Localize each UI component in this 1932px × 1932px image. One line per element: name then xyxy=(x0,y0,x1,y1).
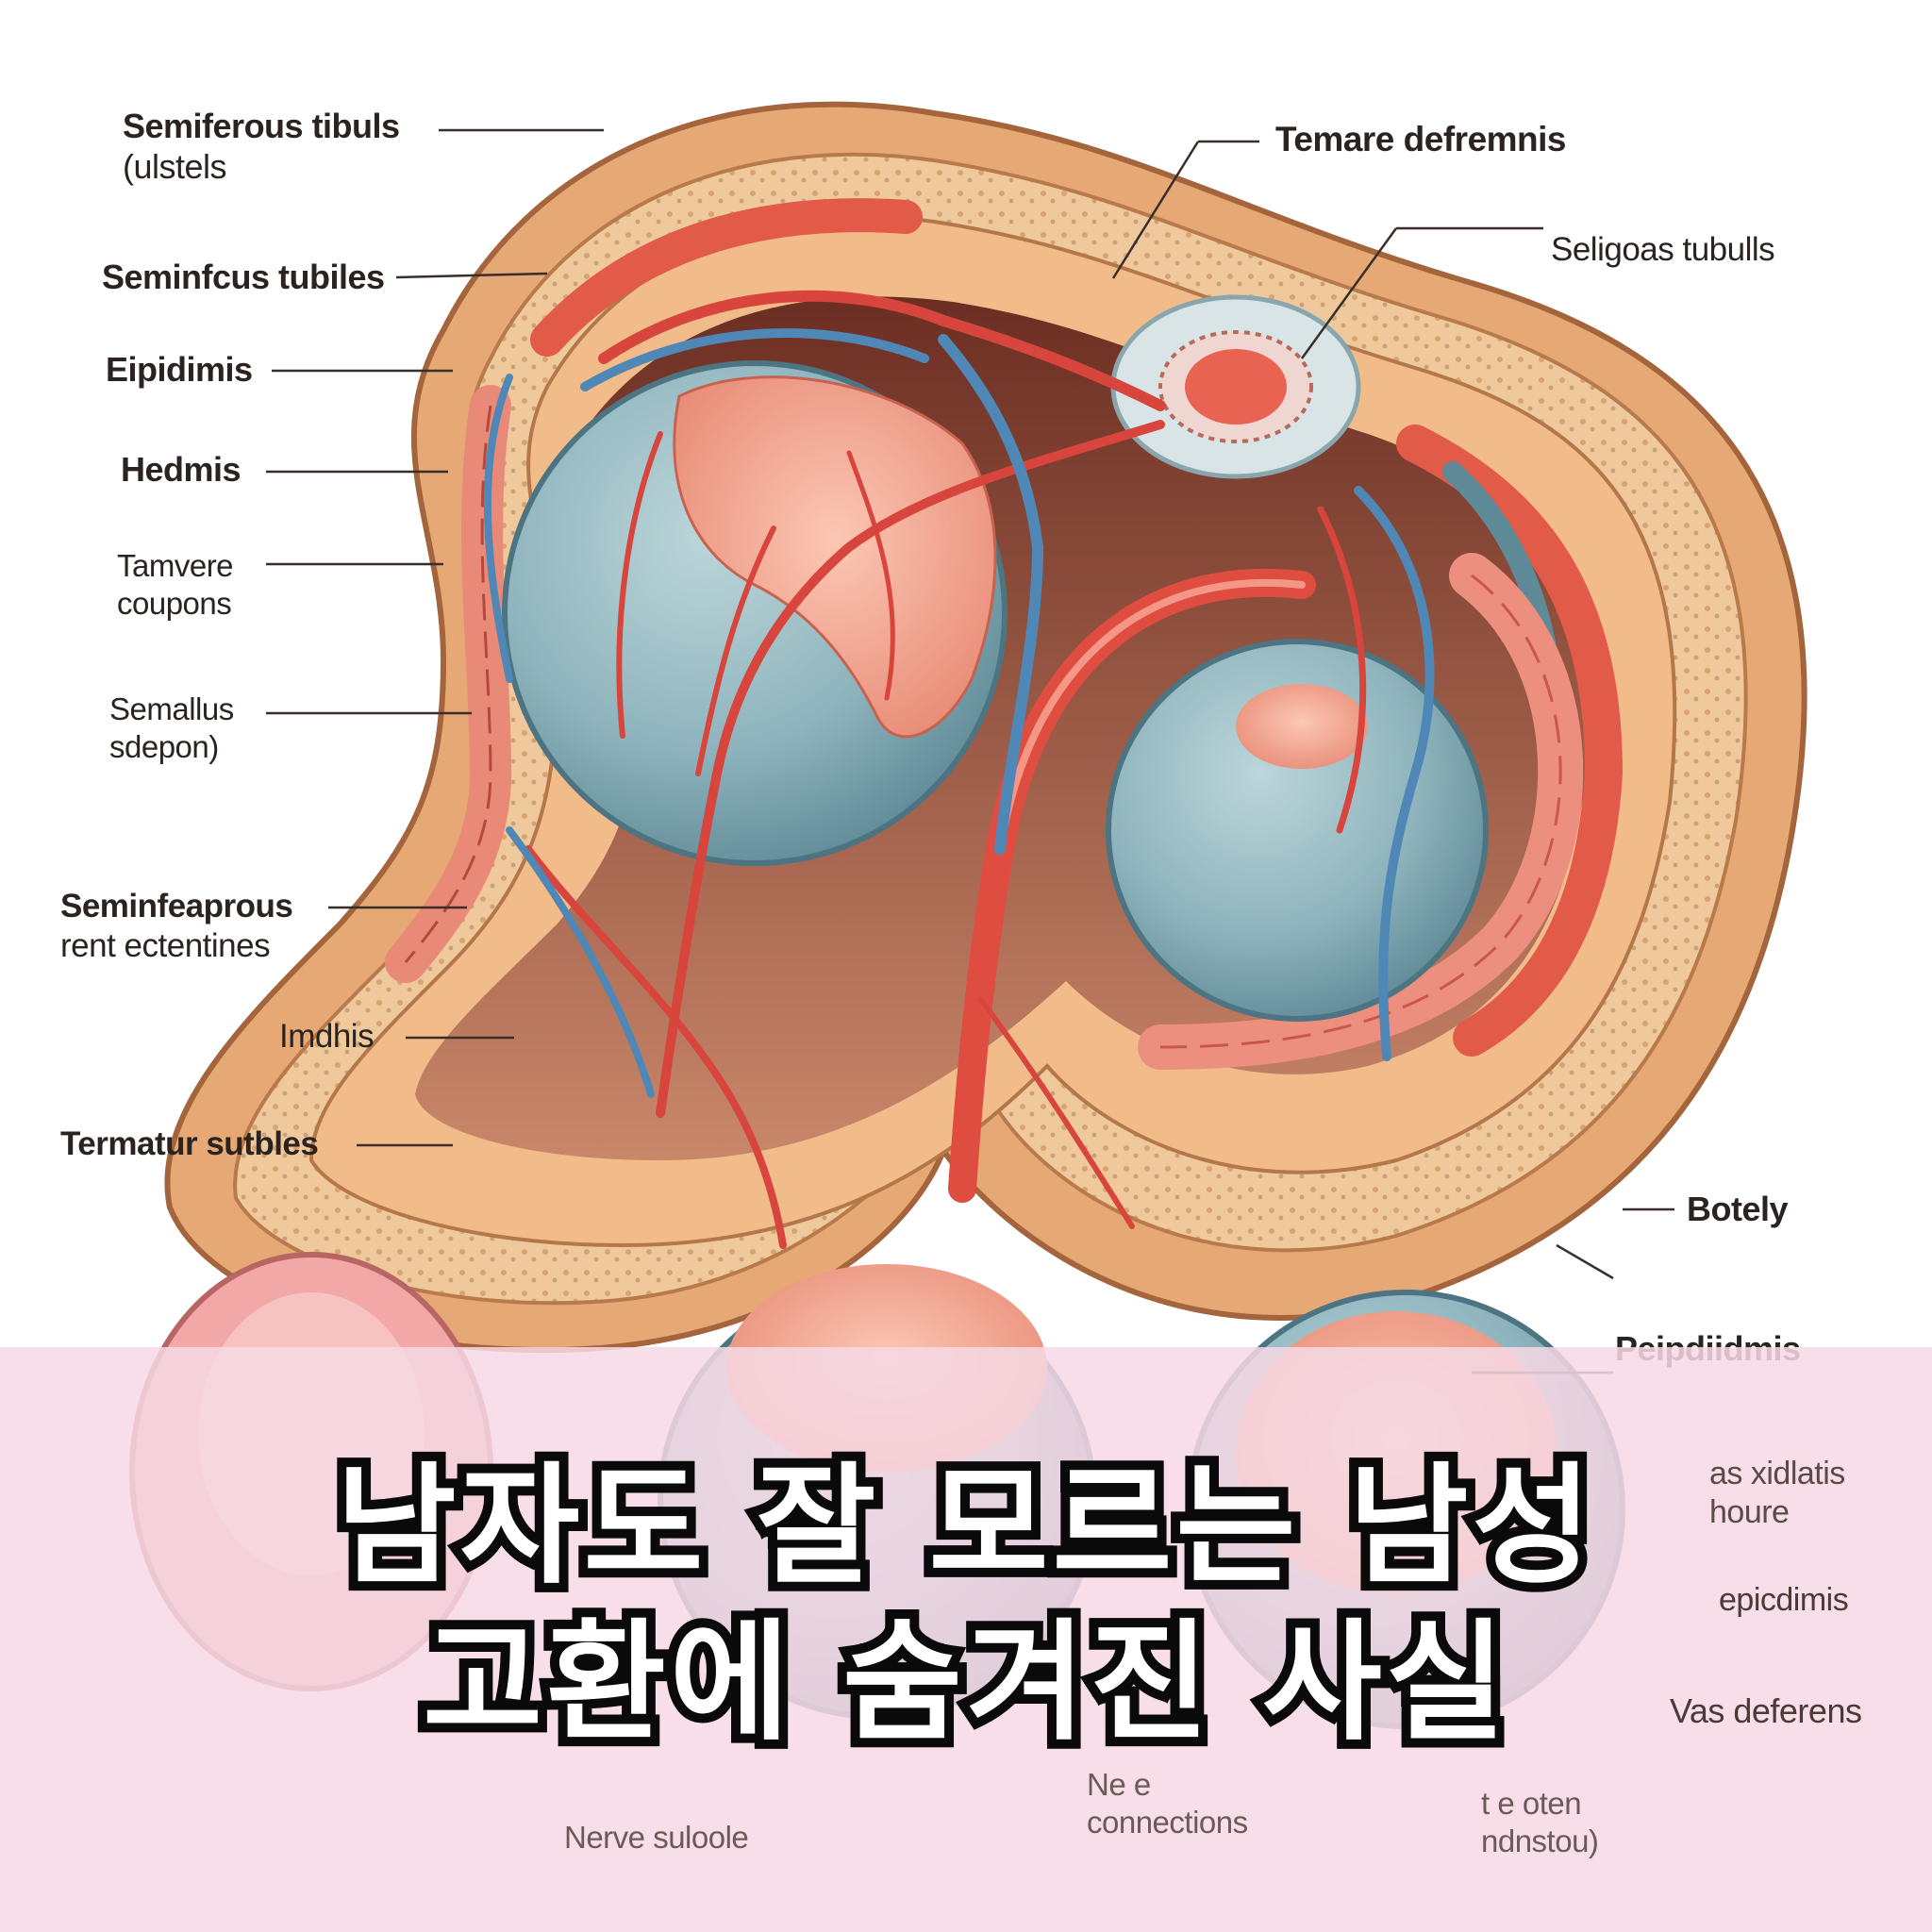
label-line: epicdimis xyxy=(1719,1582,1849,1618)
small-testis xyxy=(1106,639,1489,1022)
label-seminfeaprous: Seminfeaprous rent ectentines xyxy=(60,887,293,966)
small-testis-lobe xyxy=(1236,684,1368,769)
label-line: ndnstou) xyxy=(1481,1823,1599,1858)
label-temare-defremnis: Temare defremnis xyxy=(1275,119,1567,160)
label-oten: t e oten ndnstou) xyxy=(1481,1785,1599,1859)
label-line: Tamvere xyxy=(117,548,234,583)
label-line: Botely xyxy=(1687,1190,1789,1228)
label-termatur-sutbles: Termatur sutbles xyxy=(60,1124,319,1164)
label-as-xidlatis: as xidlatis houre xyxy=(1709,1455,1845,1532)
label-line: connections xyxy=(1087,1804,1248,1840)
headline-line-1: 남자도 잘 모르는 남성 xyxy=(327,1441,1602,1611)
label-line: Imdhis xyxy=(279,1018,375,1055)
label-line: as xidlatis xyxy=(1709,1456,1845,1491)
follicle-band-right xyxy=(1396,425,1624,1057)
caption-overlay xyxy=(0,1347,1932,1932)
label-line: t e oten xyxy=(1481,1786,1582,1821)
label-vas-deferens: Vas deferens xyxy=(1670,1690,1862,1731)
label-nerve-suloole: Nerve suloole xyxy=(564,1819,749,1857)
tubule-ring-segments xyxy=(1159,574,1562,1049)
label-line: Termatur sutbles xyxy=(60,1125,319,1162)
label-semiferous-tibuls: Semiferous tibuls (ulstels xyxy=(123,106,400,187)
label-line: Eipidimis xyxy=(106,350,253,389)
label-epicdimis: epicdimis xyxy=(1719,1581,1849,1620)
label-line: houre xyxy=(1709,1493,1790,1530)
label-line: Seligoas tubulls xyxy=(1551,231,1775,268)
headline-line-2: 고환에 숨겨진 사실 xyxy=(413,1597,1515,1768)
label-line: rent ectentines xyxy=(60,927,271,964)
duct-lumen xyxy=(1185,349,1287,425)
label-line: Semallus xyxy=(109,691,234,726)
label-hedmis: Hedmis xyxy=(121,449,242,490)
blood-vessels xyxy=(483,290,1435,1249)
label-line: Temare defremnis xyxy=(1275,120,1567,158)
label-line: Ne e xyxy=(1087,1767,1151,1802)
label-line: sdepon) xyxy=(109,728,219,764)
label-semallus-sdepon: Semallus sdepon) xyxy=(109,691,234,765)
label-line: Seminfeaprous xyxy=(60,888,293,924)
label-seminfcus-tublles: Seminfcus tubiles xyxy=(102,257,385,297)
label-line: Semiferous tibuls xyxy=(123,107,400,145)
label-line: (ulstels xyxy=(123,147,227,187)
label-eipidimis: Eipidimis xyxy=(106,349,253,390)
headline-caption: 남자도 잘 모르는 남성 고환에 숨겨진 사실 xyxy=(0,1441,1932,1768)
artery-highlight xyxy=(996,578,1306,853)
label-seligoas-tubulls: Seligoas tubulls xyxy=(1551,230,1775,270)
left-tubule-segments xyxy=(404,405,492,963)
label-imdhis: Imdhis xyxy=(279,1017,375,1057)
label-line: Nerve suloole xyxy=(564,1820,749,1855)
label-line: Hedmis xyxy=(121,450,242,489)
label-line: Vas deferens xyxy=(1670,1691,1862,1730)
label-tamvere-coupons: Tamvere coupons xyxy=(117,547,234,622)
label-line: coupons xyxy=(117,585,232,621)
label-connections: Ne e connections xyxy=(1087,1766,1248,1840)
label-line: Seminfcus tubiles xyxy=(102,258,385,296)
follicle-band xyxy=(530,198,923,357)
label-botely: Botely xyxy=(1687,1189,1789,1229)
